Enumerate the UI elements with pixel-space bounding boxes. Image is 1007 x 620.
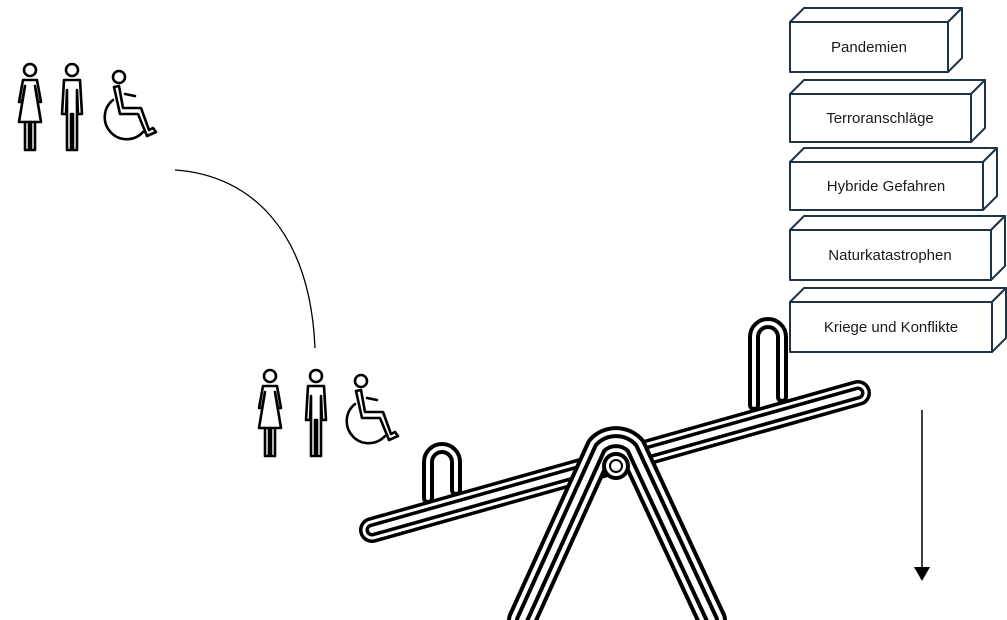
man-icon [62,64,82,150]
box-label-hybride-gefahren: Hybride Gefahren [827,178,945,195]
people-group-lower [259,370,398,456]
box-pandemien: Pandemien [790,8,962,72]
down-arrow-icon [914,410,930,581]
box-hybride-gefahren: Hybride Gefahren [790,148,997,210]
box-label-naturkatastrophen: Naturkatastrophen [828,247,951,264]
seesaw-icon [372,323,858,620]
connector-curve [175,170,315,348]
wheelchair-user-icon [105,71,156,139]
box-label-kriege-und-konflikte: Kriege und Konflikte [824,319,958,336]
box-kriege-und-konflikte: Kriege und Konflikte [790,288,1006,352]
box-naturkatastrophen: Naturkatastrophen [790,216,1005,280]
woman-icon [19,64,41,150]
threat-stack: Pandemien Terroranschläge Hybride Gefahr… [790,8,1006,352]
people-group-upper [19,64,156,150]
box-label-terroranschlaege: Terroranschläge [826,110,934,127]
man-icon [306,370,326,456]
wheelchair-user-icon [347,375,398,443]
box-label-pandemien: Pandemien [831,39,907,56]
box-terroranschlaege: Terroranschläge [790,80,985,142]
woman-icon [259,370,281,456]
